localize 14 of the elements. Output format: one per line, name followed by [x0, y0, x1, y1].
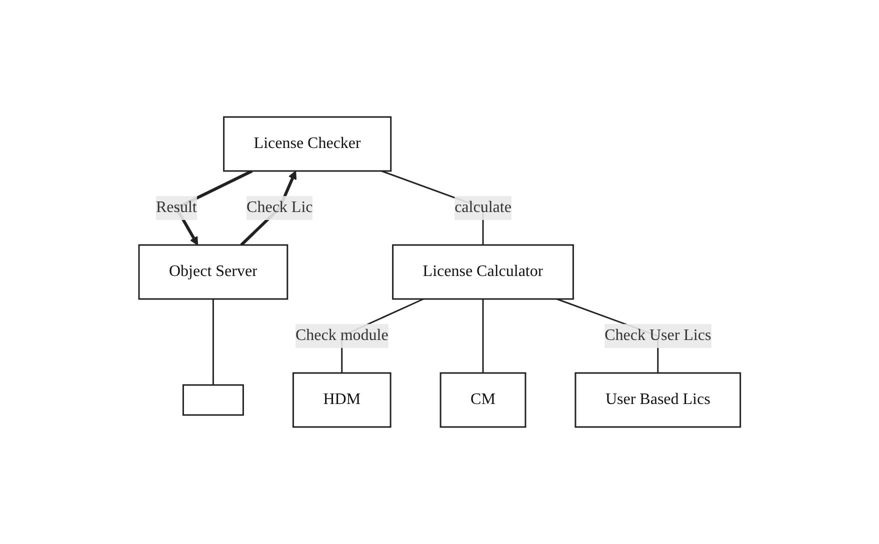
node-box: HDM [292, 372, 392, 428]
node-box: License Calculator [392, 244, 574, 300]
node-box [182, 384, 244, 416]
connector [212, 299, 214, 385]
edge-label: Check module [295, 327, 388, 344]
node-box: License Checker [222, 116, 392, 172]
edge-label: Check User Lics [604, 327, 712, 344]
edge-label: Result [156, 199, 197, 216]
edge-label: calculate [454, 199, 512, 216]
edge-label: Check Lic [246, 199, 313, 216]
node-box: Object Server [138, 244, 288, 300]
node-box: CM [440, 372, 526, 428]
node-box: User Based Lics [574, 372, 741, 428]
connector [482, 299, 484, 373]
